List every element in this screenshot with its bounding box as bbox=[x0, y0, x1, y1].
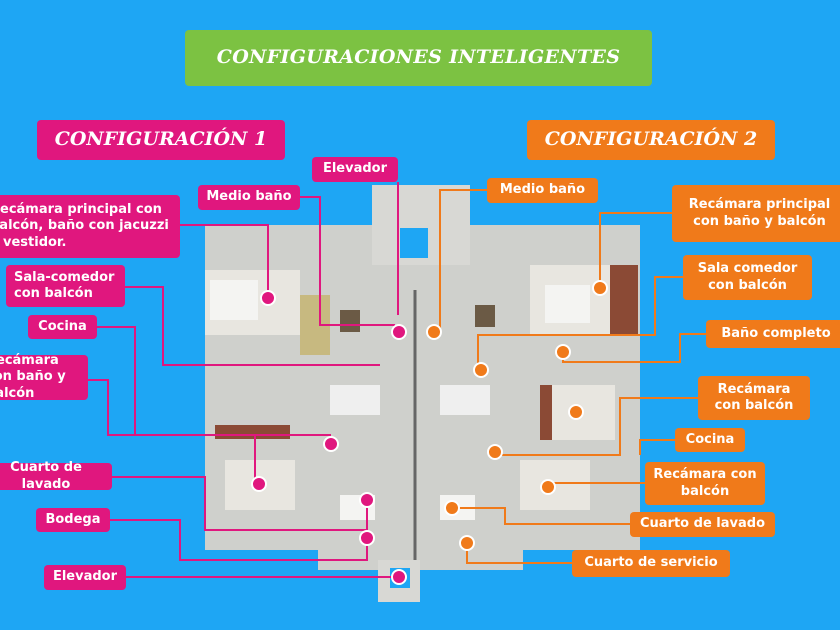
config1-label-cocina: Cocina bbox=[28, 315, 97, 339]
page-title: CONFIGURACIONES INTELIGENTES bbox=[185, 30, 652, 86]
config1-label-sala-comedor: Sala-comedor con balcón bbox=[6, 265, 125, 307]
config1-label-elevador: Elevador bbox=[312, 157, 398, 182]
config1-label-bodega: Bodega bbox=[36, 508, 110, 532]
config2-label-recamara-principal: Recámara principal con baño y balcón bbox=[672, 185, 840, 242]
config2-label-recamara-balcon: Recámara con balcón bbox=[698, 376, 810, 420]
config1-heading: CONFIGURACIÓN 1 bbox=[37, 120, 285, 160]
config2-label-medio-bano: Medio baño bbox=[487, 178, 598, 203]
config1-label-cuarto-lavado: Cuarto de lavado bbox=[0, 460, 112, 492]
config2-label-recamara-balcon-2: Recámara con balcón bbox=[645, 462, 765, 505]
floor-plan-building bbox=[205, 185, 640, 602]
config1-leader-lines bbox=[88, 182, 399, 578]
config1-label-elevador-bottom: Elevador bbox=[44, 565, 126, 590]
config2-label-cuarto-lavado: Cuarto de lavado bbox=[630, 512, 775, 537]
config1-label-recamara-bano-balcon: Recámara con baño y balcón bbox=[0, 353, 88, 401]
config2-heading: CONFIGURACIÓN 2 bbox=[527, 120, 775, 160]
config1-label-recamara-principal: Recámara principal con balcón, baño con … bbox=[0, 195, 180, 258]
config2-markers bbox=[426, 280, 608, 551]
config2-label-cocina: Cocina bbox=[675, 428, 745, 452]
config2-label-bano-completo: Baño completo bbox=[706, 320, 840, 348]
config2-label-sala-comedor: Sala comedor con balcón bbox=[683, 255, 812, 300]
config2-label-cuarto-servicio: Cuarto de servicio bbox=[572, 550, 730, 577]
config1-label-medio-bano: Medio baño bbox=[198, 185, 300, 210]
config1-markers bbox=[251, 290, 407, 585]
